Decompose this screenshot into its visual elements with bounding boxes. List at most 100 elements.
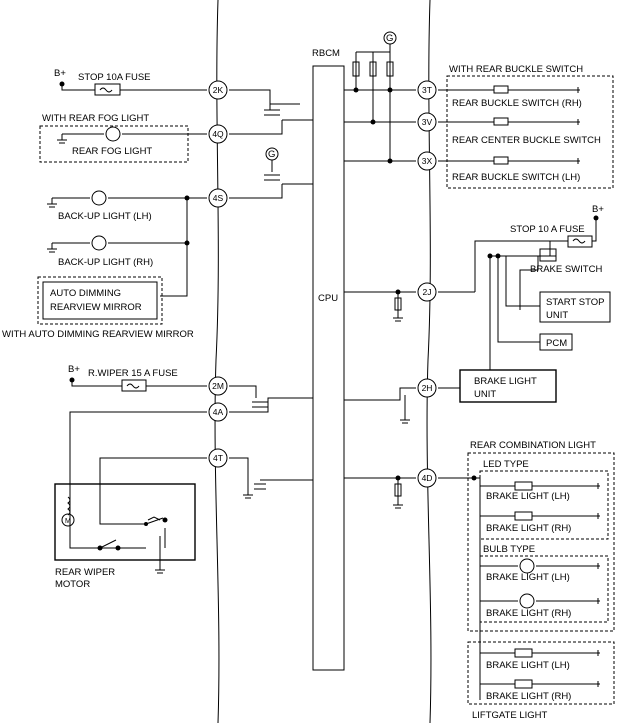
buckle-switch-icon: [493, 117, 509, 126]
ground-icon: [393, 292, 403, 322]
bulb-icon: [91, 235, 107, 251]
auto-dimming-mirror-box: [42, 281, 158, 320]
connector-2M: 2M: [208, 376, 228, 396]
transistor-icon: [264, 174, 280, 181]
rbcm-cpu-box: [312, 65, 345, 671]
ground-symbol: G: [265, 147, 279, 161]
fuse-icon: [94, 83, 121, 96]
bulb-icon: [105, 126, 121, 142]
wiper-motor-label-line2: MOTOR: [55, 579, 90, 590]
cpu-label: CPU: [318, 293, 338, 304]
ground-icon: [47, 243, 57, 253]
power-label: B+: [54, 68, 66, 79]
connector-3V: 3V: [417, 112, 437, 132]
liftgate-brake-lh-label: BRAKE LIGHT (LH): [486, 660, 570, 671]
brake-switch-icon: [539, 248, 557, 262]
bulb-icon: [91, 190, 107, 206]
rbcm-label: RBCM: [312, 48, 340, 59]
bulb-type-label: BULB TYPE: [483, 544, 535, 555]
backup-light-rh-label: BACK-UP LIGHT (RH): [58, 257, 153, 268]
buckle-center-label: REAR CENTER BUCKLE SWITCH: [452, 135, 601, 146]
svg-text:3V: 3V: [422, 117, 433, 127]
power-label: B+: [592, 204, 604, 215]
bulb-icon: [519, 593, 535, 609]
cam-switch-icon: [147, 516, 161, 521]
bulb-icon: [519, 558, 535, 574]
mirror-label-line2: REARVIEW MIRROR: [50, 302, 142, 313]
ground-icon: [47, 198, 57, 208]
svg-text:3T: 3T: [422, 85, 432, 95]
transistor-icon: [254, 483, 266, 490]
buckle-switch-group: [446, 75, 614, 189]
right-stop-fuse-label: STOP 10 A FUSE: [510, 224, 585, 235]
pcm-box: [539, 333, 573, 351]
led-brake-lh-label: BRAKE LIGHT (LH): [486, 491, 570, 502]
connector-3T: 3T: [417, 80, 437, 100]
svg-text:M: M: [65, 518, 71, 525]
led-icon: [514, 648, 533, 658]
fog-light-label: REAR FOG LIGHT: [72, 146, 152, 157]
rear-wiper-motor-box: [54, 483, 196, 561]
right-break-line: [426, 0, 432, 723]
mirror-group: [37, 276, 163, 325]
start-stop-label-line1: START STOP: [546, 297, 604, 308]
rbcm-ground-symbol: G: [383, 31, 397, 45]
led-type-label: LED TYPE: [483, 459, 529, 470]
svg-text:4T: 4T: [213, 453, 223, 463]
ground-icon: [595, 650, 600, 687]
mirror-group-label: WITH AUTO DIMMING REARVIEW MIRROR: [2, 329, 194, 340]
led-type-group: [479, 470, 609, 540]
led-icon: [514, 679, 533, 689]
fuse-icon: [567, 235, 593, 248]
resistor-icon: [352, 61, 360, 77]
resistor-icon: [386, 61, 394, 77]
svg-text:2K: 2K: [213, 85, 224, 95]
wiper-fuse-label: R.WIPER 15 A FUSE: [88, 368, 178, 379]
svg-text:G: G: [268, 149, 275, 160]
brake-unit-label-line2: UNIT: [474, 389, 496, 400]
connector-4S: 4S: [208, 188, 228, 208]
svg-text:2H: 2H: [422, 383, 433, 393]
svg-text:2J: 2J: [423, 287, 432, 297]
ground-icon: [575, 87, 580, 164]
svg-text:4A: 4A: [213, 407, 224, 417]
ground-icon: [393, 478, 403, 509]
brake-switch-label: BRAKE SWITCH: [530, 264, 602, 275]
bulb-type-group: [479, 555, 609, 623]
left-break-line: [214, 0, 220, 723]
mirror-label-line1: AUTO DIMMING: [50, 288, 121, 299]
connector-2H: 2H: [417, 378, 437, 398]
wiper-motor-label-line1: REAR WIPER: [55, 567, 115, 578]
led-icon: [514, 481, 533, 491]
fog-group-label: WITH REAR FOG LIGHT: [42, 113, 149, 124]
stop-fuse-label: STOP 10A FUSE: [78, 72, 151, 83]
svg-text:2M: 2M: [212, 381, 224, 391]
connector-2J: 2J: [417, 282, 437, 302]
buckle-lh-label: REAR BUCKLE SWITCH (LH): [452, 172, 580, 183]
fog-light-group: [39, 125, 189, 163]
buckle-group-label: WITH REAR BUCKLE SWITCH: [449, 64, 583, 75]
buckle-rh-label: REAR BUCKLE SWITCH (RH): [452, 98, 582, 109]
liftgate-brake-rh-label: BRAKE LIGHT (RH): [486, 691, 571, 702]
brake-unit-label-line1: BRAKE LIGHT: [474, 376, 537, 387]
bulb-brake-rh-label: BRAKE LIGHT (RH): [486, 608, 571, 619]
brake-light-unit-box: [459, 369, 557, 403]
buckle-switch-icon: [493, 85, 509, 94]
power-label: B+: [68, 364, 80, 375]
buckle-switch-icon: [493, 156, 509, 165]
bulb-brake-lh-label: BRAKE LIGHT (LH): [486, 572, 570, 583]
backup-light-lh-label: BACK-UP LIGHT (LH): [58, 211, 152, 222]
svg-text:4Q: 4Q: [212, 129, 224, 139]
liftgate-light-group: [467, 641, 615, 705]
rear-combination-light-group: [467, 452, 615, 632]
connector-3X: 3X: [417, 151, 437, 171]
connector-4D: 4D: [417, 468, 437, 488]
led-brake-rh-label: BRAKE LIGHT (RH): [486, 523, 571, 534]
led-icon: [514, 511, 533, 521]
resistor-icon: [394, 483, 402, 497]
connector-4A: 4A: [208, 402, 228, 422]
fuse-icon: [121, 379, 147, 392]
svg-text:3X: 3X: [422, 156, 433, 166]
